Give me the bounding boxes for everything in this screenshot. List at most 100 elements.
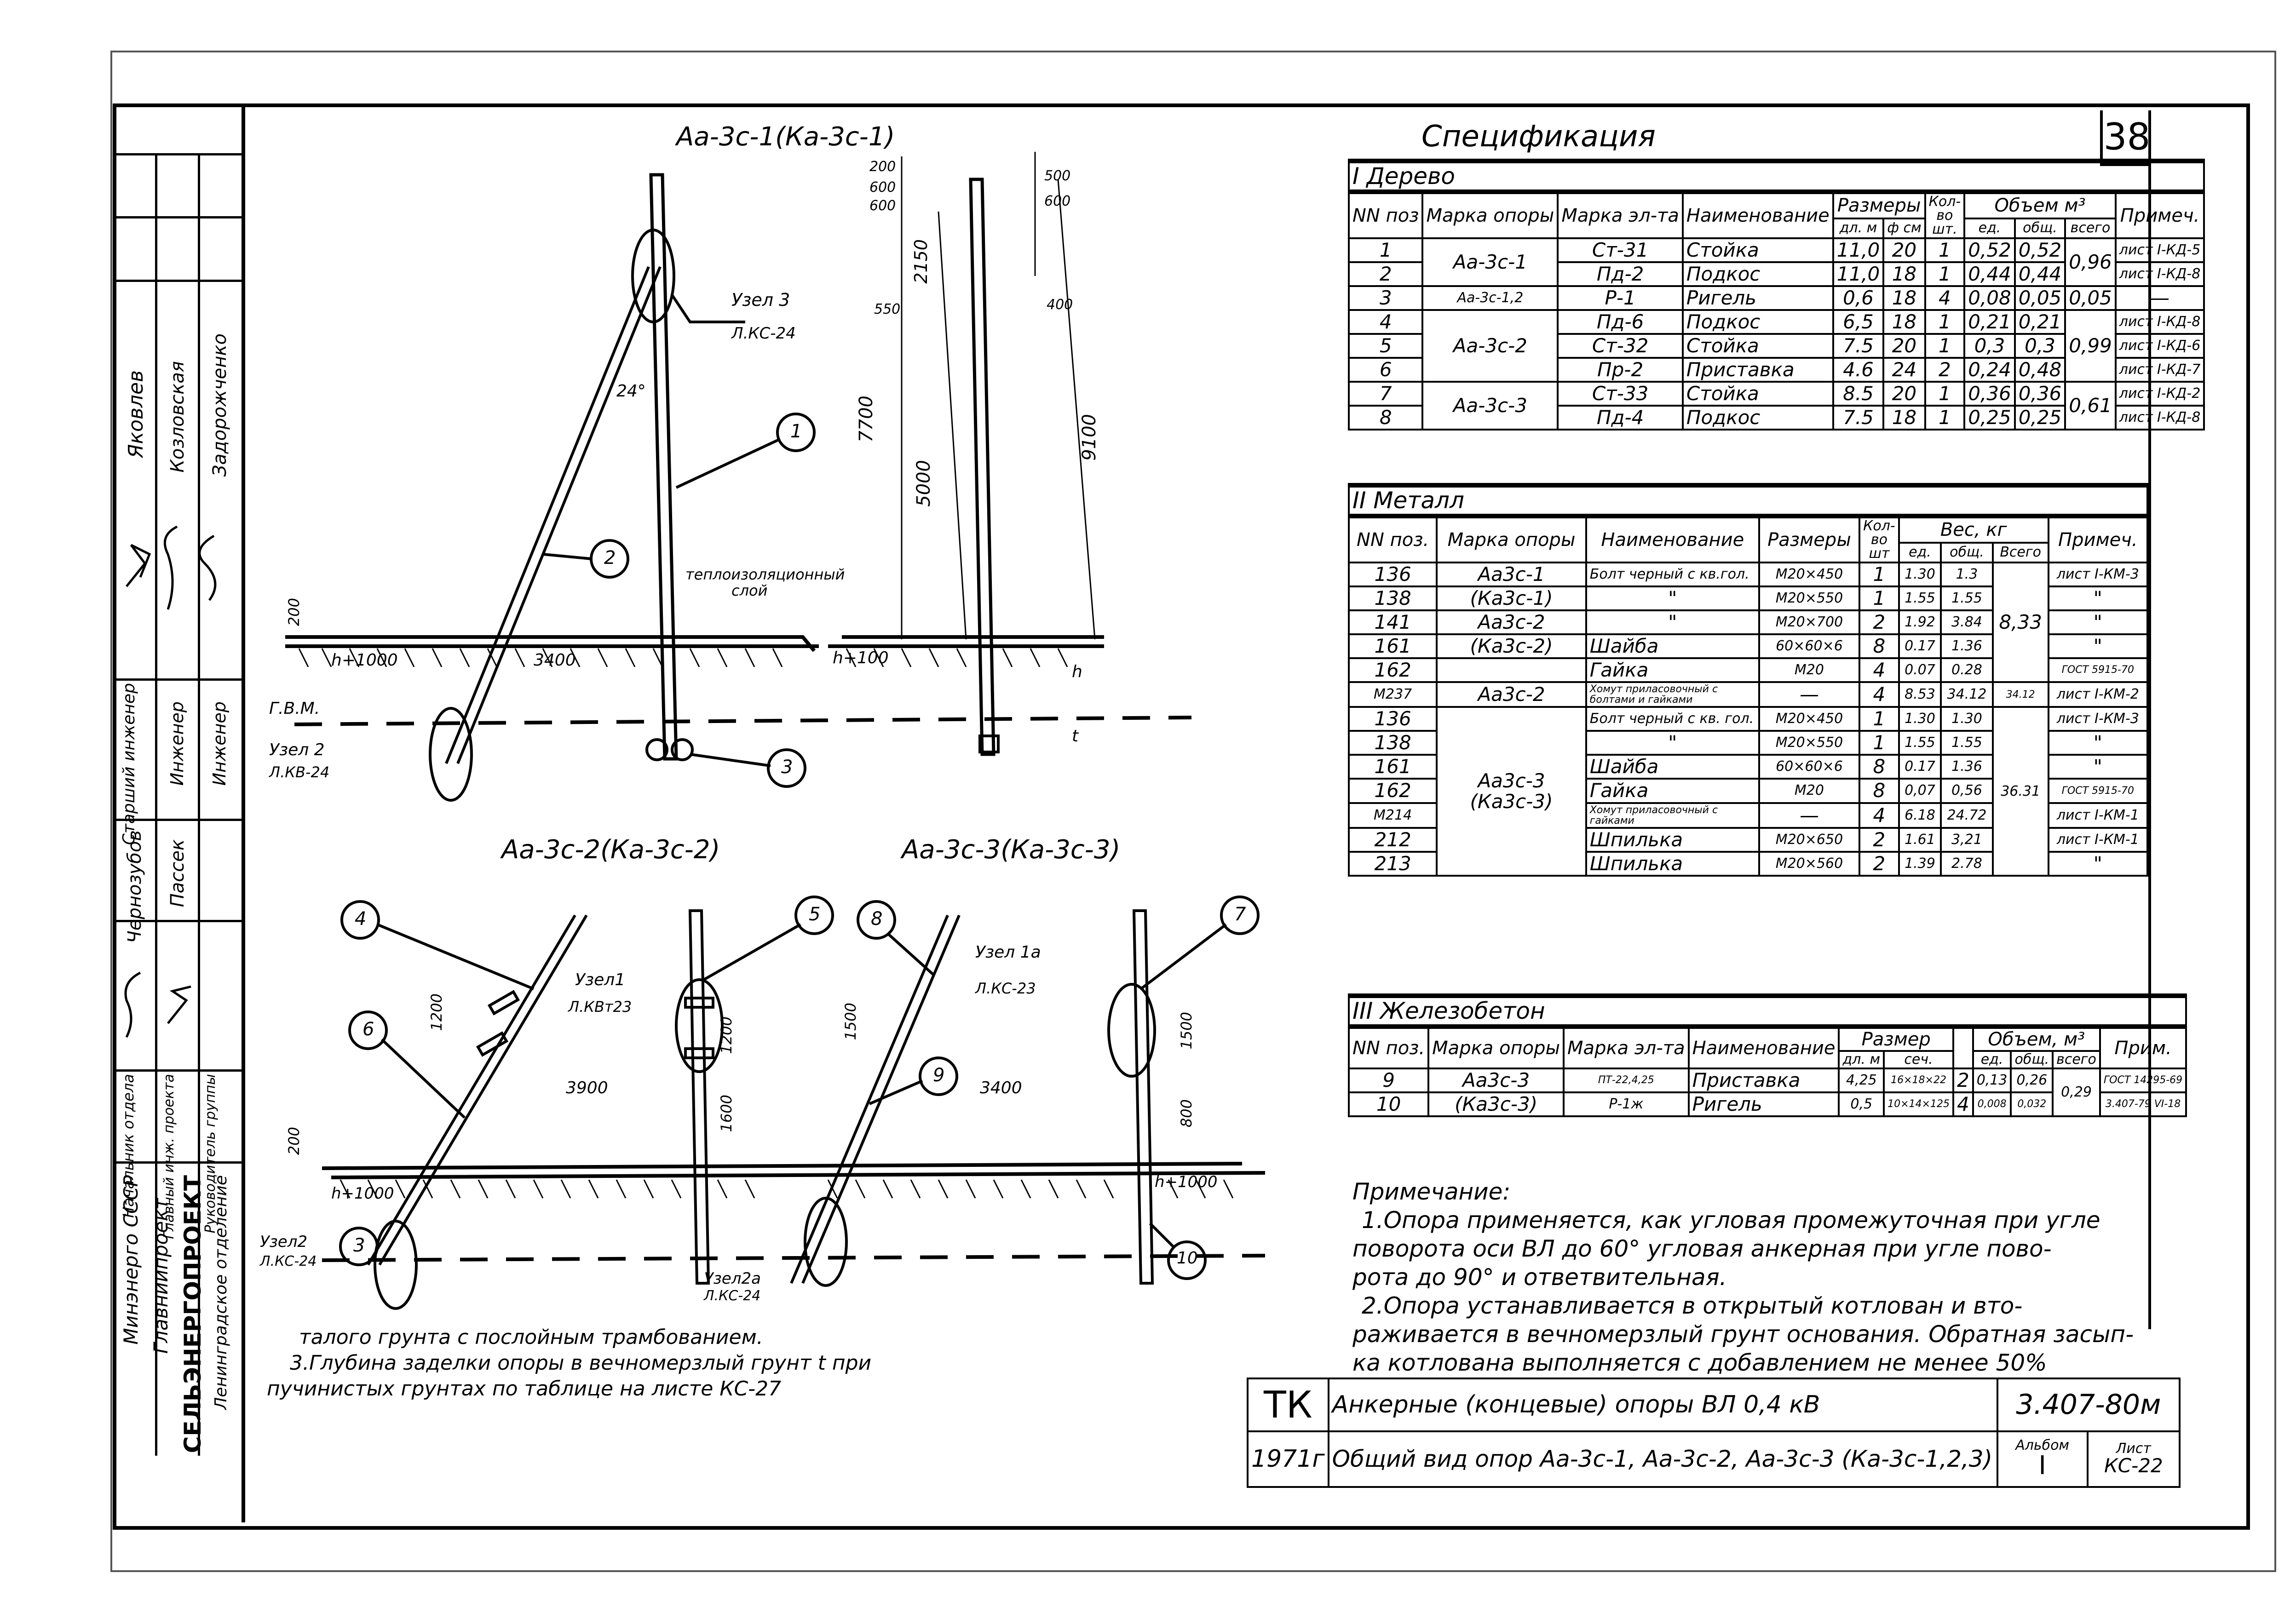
cell-total: 0,25 [2014, 405, 2066, 431]
cell-note: лист I-КМ-3 [2047, 706, 2149, 732]
table-row: 213 Шпилька М20×560 2 1.39 2.78 " [1347, 850, 2149, 877]
cell-total: 0,3 [2014, 333, 2066, 359]
cell-total: 0,21 [2014, 309, 2066, 335]
cell-note: лист I-КД-6 [2114, 333, 2205, 359]
dim-h1000: h+1000 [331, 651, 398, 670]
view2-node2-label: Узел2 [260, 1233, 308, 1251]
cell-element: Р-1 [1557, 285, 1684, 311]
cell-size: — [1758, 802, 1861, 829]
cell-unit: 1.55 [1898, 585, 1942, 611]
cell-size: М20×560 [1758, 850, 1861, 877]
cell-total: 0,36 [2014, 381, 2066, 407]
col-note: Прим. [2099, 1025, 2187, 1069]
col-total: общ. [2010, 1050, 2054, 1069]
cell-pos: 213 [1347, 850, 1438, 877]
cell-element: Ст-31 [1557, 237, 1684, 263]
dim-200-top: 200 [869, 159, 896, 175]
cell-name: Стойка [1681, 237, 1834, 263]
view3-title: Аа-3с-3(Ка-3с-3) [902, 835, 1121, 865]
cell-total: 0.28 [1940, 657, 1994, 683]
col-brand-support: Марка опоры [1436, 515, 1587, 563]
cell-total: 0,26 [2010, 1067, 2054, 1093]
view3-node1a-ref: Л.КС-23 [975, 980, 1036, 997]
cell-len: 8.5 [1832, 381, 1885, 407]
col-pos: NN поз. [1347, 1025, 1430, 1069]
cell-qty: 4 [1924, 285, 1966, 311]
callout-3b: 3 [353, 1235, 365, 1256]
left-note-line: 3.Глубина заделки опоры в вечномерзлый г… [290, 1351, 872, 1375]
cell-element: Пд-4 [1557, 405, 1684, 431]
cell-total: 0,032 [2010, 1091, 2054, 1117]
view2-dim-200: 200 [285, 1127, 303, 1155]
cell-all: 0,99 [2064, 309, 2117, 383]
sheet-value: КС-22 [2104, 1454, 2163, 1477]
callout-3: 3 [781, 757, 793, 778]
cell-support: Аа-3с-1 [1421, 237, 1559, 287]
cell-support: Аа-3с-3 [1421, 381, 1559, 431]
cell-size: М20×650 [1758, 827, 1861, 853]
cell-total: 1.36 [1940, 633, 1994, 659]
cell-len: 11,0 [1832, 237, 1885, 263]
cell-len: 0,6 [1832, 285, 1885, 311]
cell-unit: 0.07 [1898, 657, 1942, 683]
cell-pos: 2 [1347, 261, 1424, 287]
col-size: Размер [1838, 1025, 1954, 1052]
callout-2: 2 [604, 547, 616, 568]
view1-node2-label: Узел 2 [269, 740, 325, 759]
cell-total: 1.55 [1940, 585, 1994, 611]
cell-support: Аа-3с-2 [1421, 309, 1559, 383]
col-name: Наименование [1585, 515, 1760, 563]
cell-total: 0,56 [1940, 778, 1994, 804]
side-stamp-row-divider [113, 153, 242, 155]
title-block: ТК Анкерные (концевые) опоры ВЛ 0,4 кВ 3… [1247, 1378, 2181, 1488]
left-note-line: талого грунта с послойным трамбованием. [299, 1326, 763, 1349]
view2-dim-1200b: 1200 [718, 1016, 735, 1054]
cell-unit: 1.30 [1898, 561, 1942, 587]
note-line: рота до 90° и ответвительная. [1352, 1264, 1727, 1291]
notes-block: Примечание: 1.Опора применяется, как угл… [1352, 1177, 2134, 1377]
cell-diam: 18 [1882, 261, 1926, 287]
cell-unit: 6.18 [1898, 802, 1942, 829]
side-stamp-col-divider [198, 154, 200, 1456]
cell-pos: 10 [1347, 1091, 1430, 1117]
cell-len: 11,0 [1832, 261, 1885, 287]
cell-pos: 1 [1347, 237, 1424, 263]
cell-support: (Ка3с-1) [1436, 585, 1587, 611]
view2-node2-ref: Л.КС-24 [260, 1253, 317, 1269]
cell-name: " [1585, 730, 1760, 756]
cell-name: Приставка [1687, 1067, 1840, 1093]
note-line: поворота оси ВЛ до 60° угловая анкерная … [1352, 1235, 2052, 1262]
cell-note: 3.407-79 VI-18 [2099, 1091, 2187, 1117]
cell-note: ГОСТ 5915-70 [2047, 657, 2149, 683]
drawing-frame [113, 103, 2250, 1530]
cell-all: 36.31 [1991, 706, 2049, 877]
col-total: общ. [1940, 542, 1994, 563]
cell-note: " [2047, 585, 2149, 611]
dim-200-ground: 200 [285, 598, 303, 626]
table-row: М214 Хомут приласовочный с гайками — 4 6… [1347, 802, 2149, 829]
cell-name: Подкос [1681, 405, 1834, 431]
cell-size: М20×450 [1758, 706, 1861, 732]
col-volume: Объем м³ [1963, 190, 2117, 220]
view1-node3-label: Узел 3 [731, 290, 790, 310]
cell-qty: 2 [1924, 356, 1966, 383]
side-stamp-row-divider [113, 819, 242, 821]
cell-unit: 0,008 [1972, 1091, 2012, 1117]
cell-element: Ст-32 [1557, 333, 1684, 359]
cell-support: Аа3с-2 [1436, 609, 1587, 635]
spec-table-metal: II Металл NN поз. Марка опоры Наименован… [1347, 483, 2149, 877]
cell-pos: 161 [1347, 633, 1438, 659]
sheet-label: Лист [2116, 1441, 2151, 1457]
side-stamp-row-divider [113, 1069, 242, 1072]
col-qty: Кол-во шт [1859, 515, 1900, 563]
cell-all: 0,05 [2064, 285, 2117, 311]
cell-pos: 141 [1347, 609, 1438, 635]
spec-table-concrete: III Железобетон NN поз. Марка опоры Марк… [1347, 993, 2187, 1117]
cell-qty: 2 [1859, 850, 1900, 877]
cell-qty: 1 [1859, 561, 1900, 587]
cell-qty: 1 [1924, 333, 1966, 359]
col-unit: ед. [1972, 1050, 2012, 1069]
outer-sheet-border [110, 51, 2276, 1572]
dim-5000: 5000 [913, 460, 934, 507]
